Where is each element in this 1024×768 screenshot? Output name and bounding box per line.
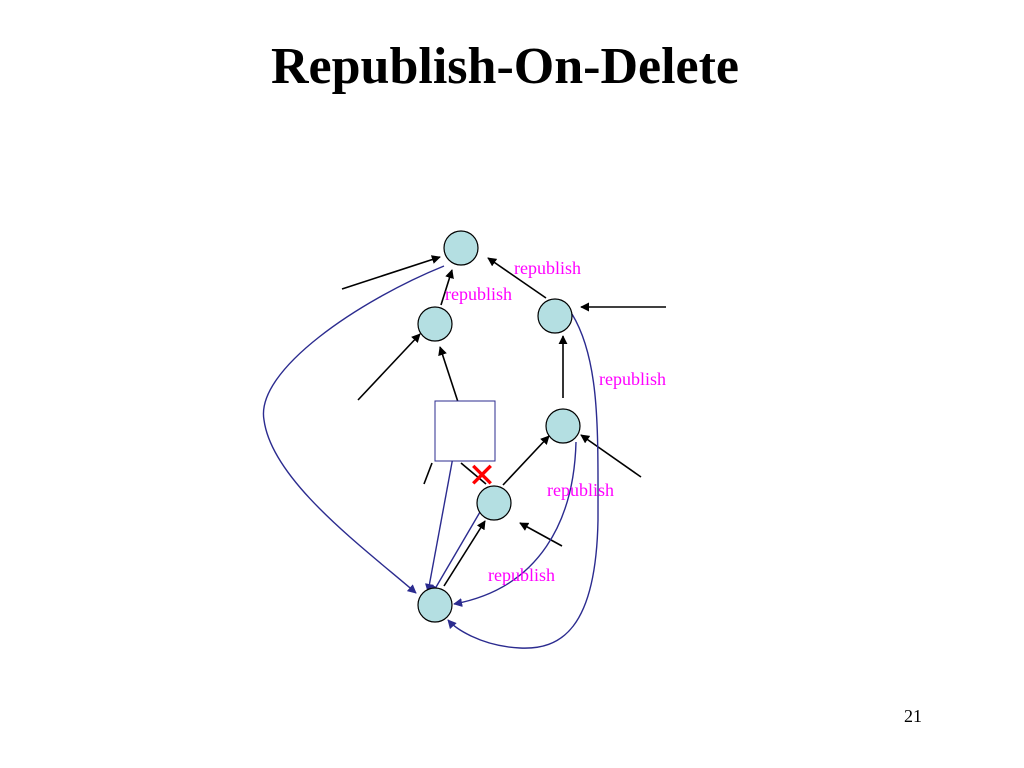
curve-mid-right-node-to-bottom-node — [453, 441, 577, 607]
arrow-box-to-upper-left-node — [438, 346, 459, 403]
arrow-external-to-mid-right-node — [580, 434, 642, 478]
arrow-right-node-to-top-node — [487, 257, 547, 299]
node-top — [443, 230, 479, 266]
republish-label-right-side: republish — [599, 369, 666, 389]
arrow-external-to-mid-node — [519, 522, 563, 547]
deleted-node-box — [434, 400, 496, 462]
arrow-mid-node-to-mid-right-node — [502, 435, 550, 486]
republish-label-bottom: republish — [488, 565, 555, 585]
arrow-box-stub-left — [423, 462, 433, 485]
republish-label-middle: republish — [547, 480, 614, 500]
arrow-external-to-top-node — [341, 255, 441, 290]
line-mid-node-to-bottom-node — [431, 511, 481, 595]
node-mid-right — [545, 408, 581, 444]
slide-number: 21 — [904, 706, 922, 726]
arrow-external-to-upper-left-node — [357, 333, 421, 401]
node-bottom — [417, 587, 453, 623]
slide-title: Republish-On-Delete — [271, 38, 739, 95]
curve-right-node-to-bottom-node — [447, 313, 599, 649]
arrow-box-stub-right — [460, 462, 487, 485]
node-right — [537, 298, 573, 334]
node-mid — [476, 485, 512, 521]
arrow-upper-left-to-top-node — [440, 269, 454, 306]
pointer-arrows — [341, 255, 666, 587]
nodes — [417, 230, 581, 623]
node-upper-left — [417, 306, 453, 342]
republish-labels: republish republish republish republish … — [445, 258, 666, 585]
arrow-bottom-node-to-mid-node — [443, 520, 486, 587]
delete-mark-icon: ✕ — [468, 456, 497, 496]
republish-label-top-right: republish — [514, 258, 581, 278]
republish-label-top-left: republish — [445, 284, 512, 304]
curve-top-node-to-bottom-node — [262, 265, 445, 594]
